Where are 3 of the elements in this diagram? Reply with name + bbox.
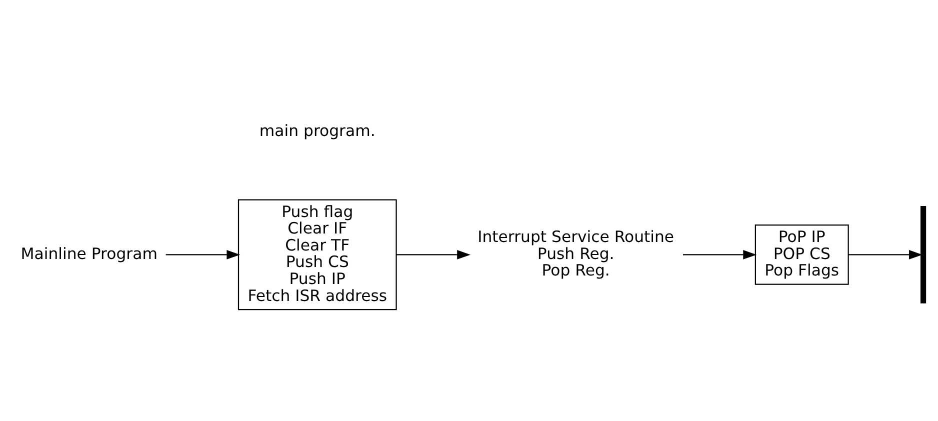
node-text: Interrupt Service Routine Push Reg. Pop Reg. <box>478 227 674 280</box>
node-text: Mainline Program <box>20 244 158 263</box>
label: main program. <box>259 120 376 140</box>
